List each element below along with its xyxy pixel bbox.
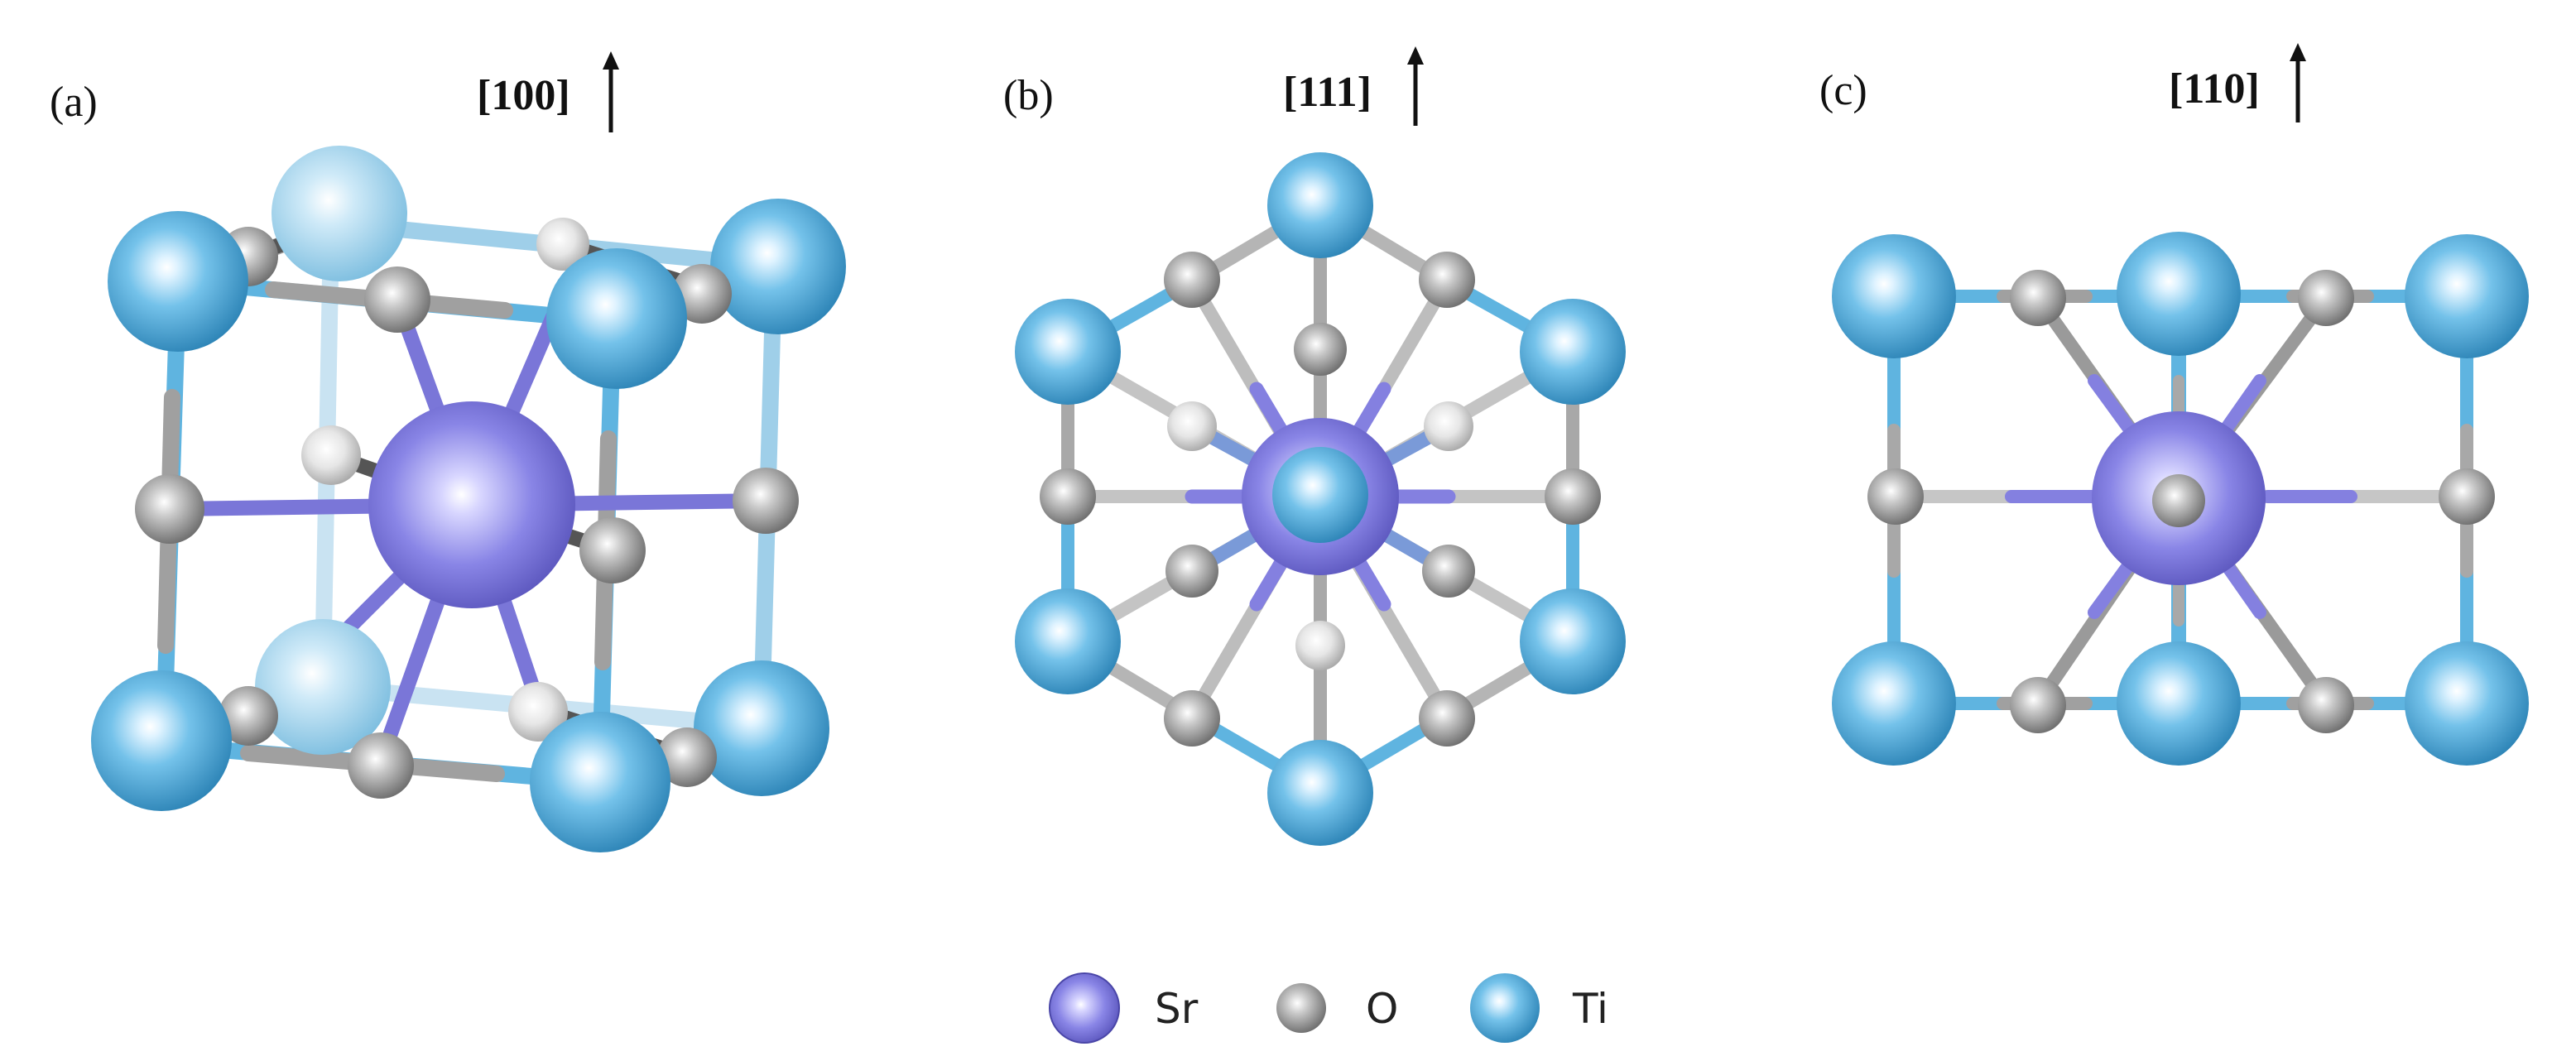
ti-atom	[1520, 588, 1626, 694]
ti-atom	[1015, 588, 1121, 694]
o-atom	[1424, 401, 1473, 451]
panel-a-arrow-icon	[603, 51, 619, 132]
legend-label-ti: Ti	[1572, 985, 1608, 1033]
panel-b-arrow-icon	[1407, 46, 1424, 126]
ti-atom	[530, 712, 670, 852]
panel-b-direction: [111]	[1283, 69, 1372, 116]
legend-item-ti: Ti	[1470, 973, 1608, 1043]
legend-label-sr: Sr	[1155, 985, 1199, 1033]
o-atom	[2152, 474, 2205, 527]
panel-a-atoms	[91, 146, 846, 852]
panel-b: (b) [111]	[1003, 46, 1626, 846]
o-atom	[219, 686, 278, 746]
panel-a-direction: [100]	[477, 72, 570, 119]
o-atom	[2298, 677, 2354, 733]
o-atom	[364, 266, 430, 333]
panel-c-direction: [110]	[2169, 65, 2260, 113]
ti-atom	[108, 211, 248, 352]
o-atom	[579, 517, 646, 583]
ti-atom	[2117, 232, 2241, 356]
o-atom	[1165, 545, 1218, 598]
o-atom	[657, 727, 717, 787]
legend-item-o: O	[1276, 983, 1398, 1033]
legend-label-o: O	[1366, 985, 1398, 1033]
o-atom	[536, 218, 589, 271]
sr-swatch-icon	[1049, 972, 1120, 1044]
panel-c-atoms	[1832, 232, 2529, 766]
o-atom	[135, 474, 204, 544]
o-atom	[1294, 323, 1347, 376]
ti-atom	[2405, 641, 2529, 766]
o-atom	[1040, 468, 1096, 525]
o-atom	[1419, 690, 1475, 747]
ti-atom	[1832, 234, 1956, 358]
o-atom	[1419, 252, 1475, 308]
o-atom	[2010, 677, 2066, 733]
o-atom	[508, 682, 568, 742]
ti-atom	[1267, 740, 1373, 846]
o-atom	[301, 425, 361, 485]
ti-swatch-icon	[1470, 973, 1540, 1043]
o-atom	[1167, 401, 1217, 451]
panel-b-atoms	[1015, 152, 1626, 846]
ti-atom	[272, 146, 407, 281]
panel-c: (c) [110]	[1819, 43, 2529, 766]
o-atom	[2298, 270, 2354, 326]
o-swatch-icon	[1276, 983, 1326, 1033]
o-atom	[733, 468, 799, 534]
ti-atom	[710, 199, 846, 334]
ti-atom	[255, 619, 391, 755]
ti-atom	[91, 670, 232, 811]
o-atom	[1164, 690, 1220, 747]
ti-atom	[2117, 641, 2241, 766]
ti-atom	[1015, 299, 1121, 405]
ti-atom	[1272, 447, 1368, 543]
legend-item-sr: Sr	[1049, 972, 1199, 1044]
panel-c-label: (c)	[1819, 67, 1867, 114]
o-atom	[1545, 468, 1601, 525]
panel-a-label: (a)	[50, 79, 98, 126]
sr-atom	[368, 401, 575, 608]
o-atom	[1422, 545, 1475, 598]
o-atom	[1867, 468, 1924, 525]
panel-c-arrow-icon	[2290, 43, 2306, 122]
o-atom	[348, 732, 414, 799]
o-atom	[2010, 270, 2066, 326]
ti-atom	[546, 248, 687, 389]
panel-b-label: (b)	[1003, 72, 1054, 119]
ti-atom	[2405, 234, 2529, 358]
panel-a: (a) [100]	[50, 51, 846, 852]
o-atom	[2439, 468, 2495, 525]
ti-atom	[1832, 641, 1956, 766]
o-atom	[1164, 252, 1220, 308]
legend: Sr O Ti	[1049, 972, 1608, 1044]
o-atom	[672, 264, 732, 324]
ti-atom	[694, 660, 829, 796]
o-atom	[1295, 621, 1345, 670]
ti-atom	[1267, 152, 1373, 258]
ti-atom	[1520, 299, 1626, 405]
